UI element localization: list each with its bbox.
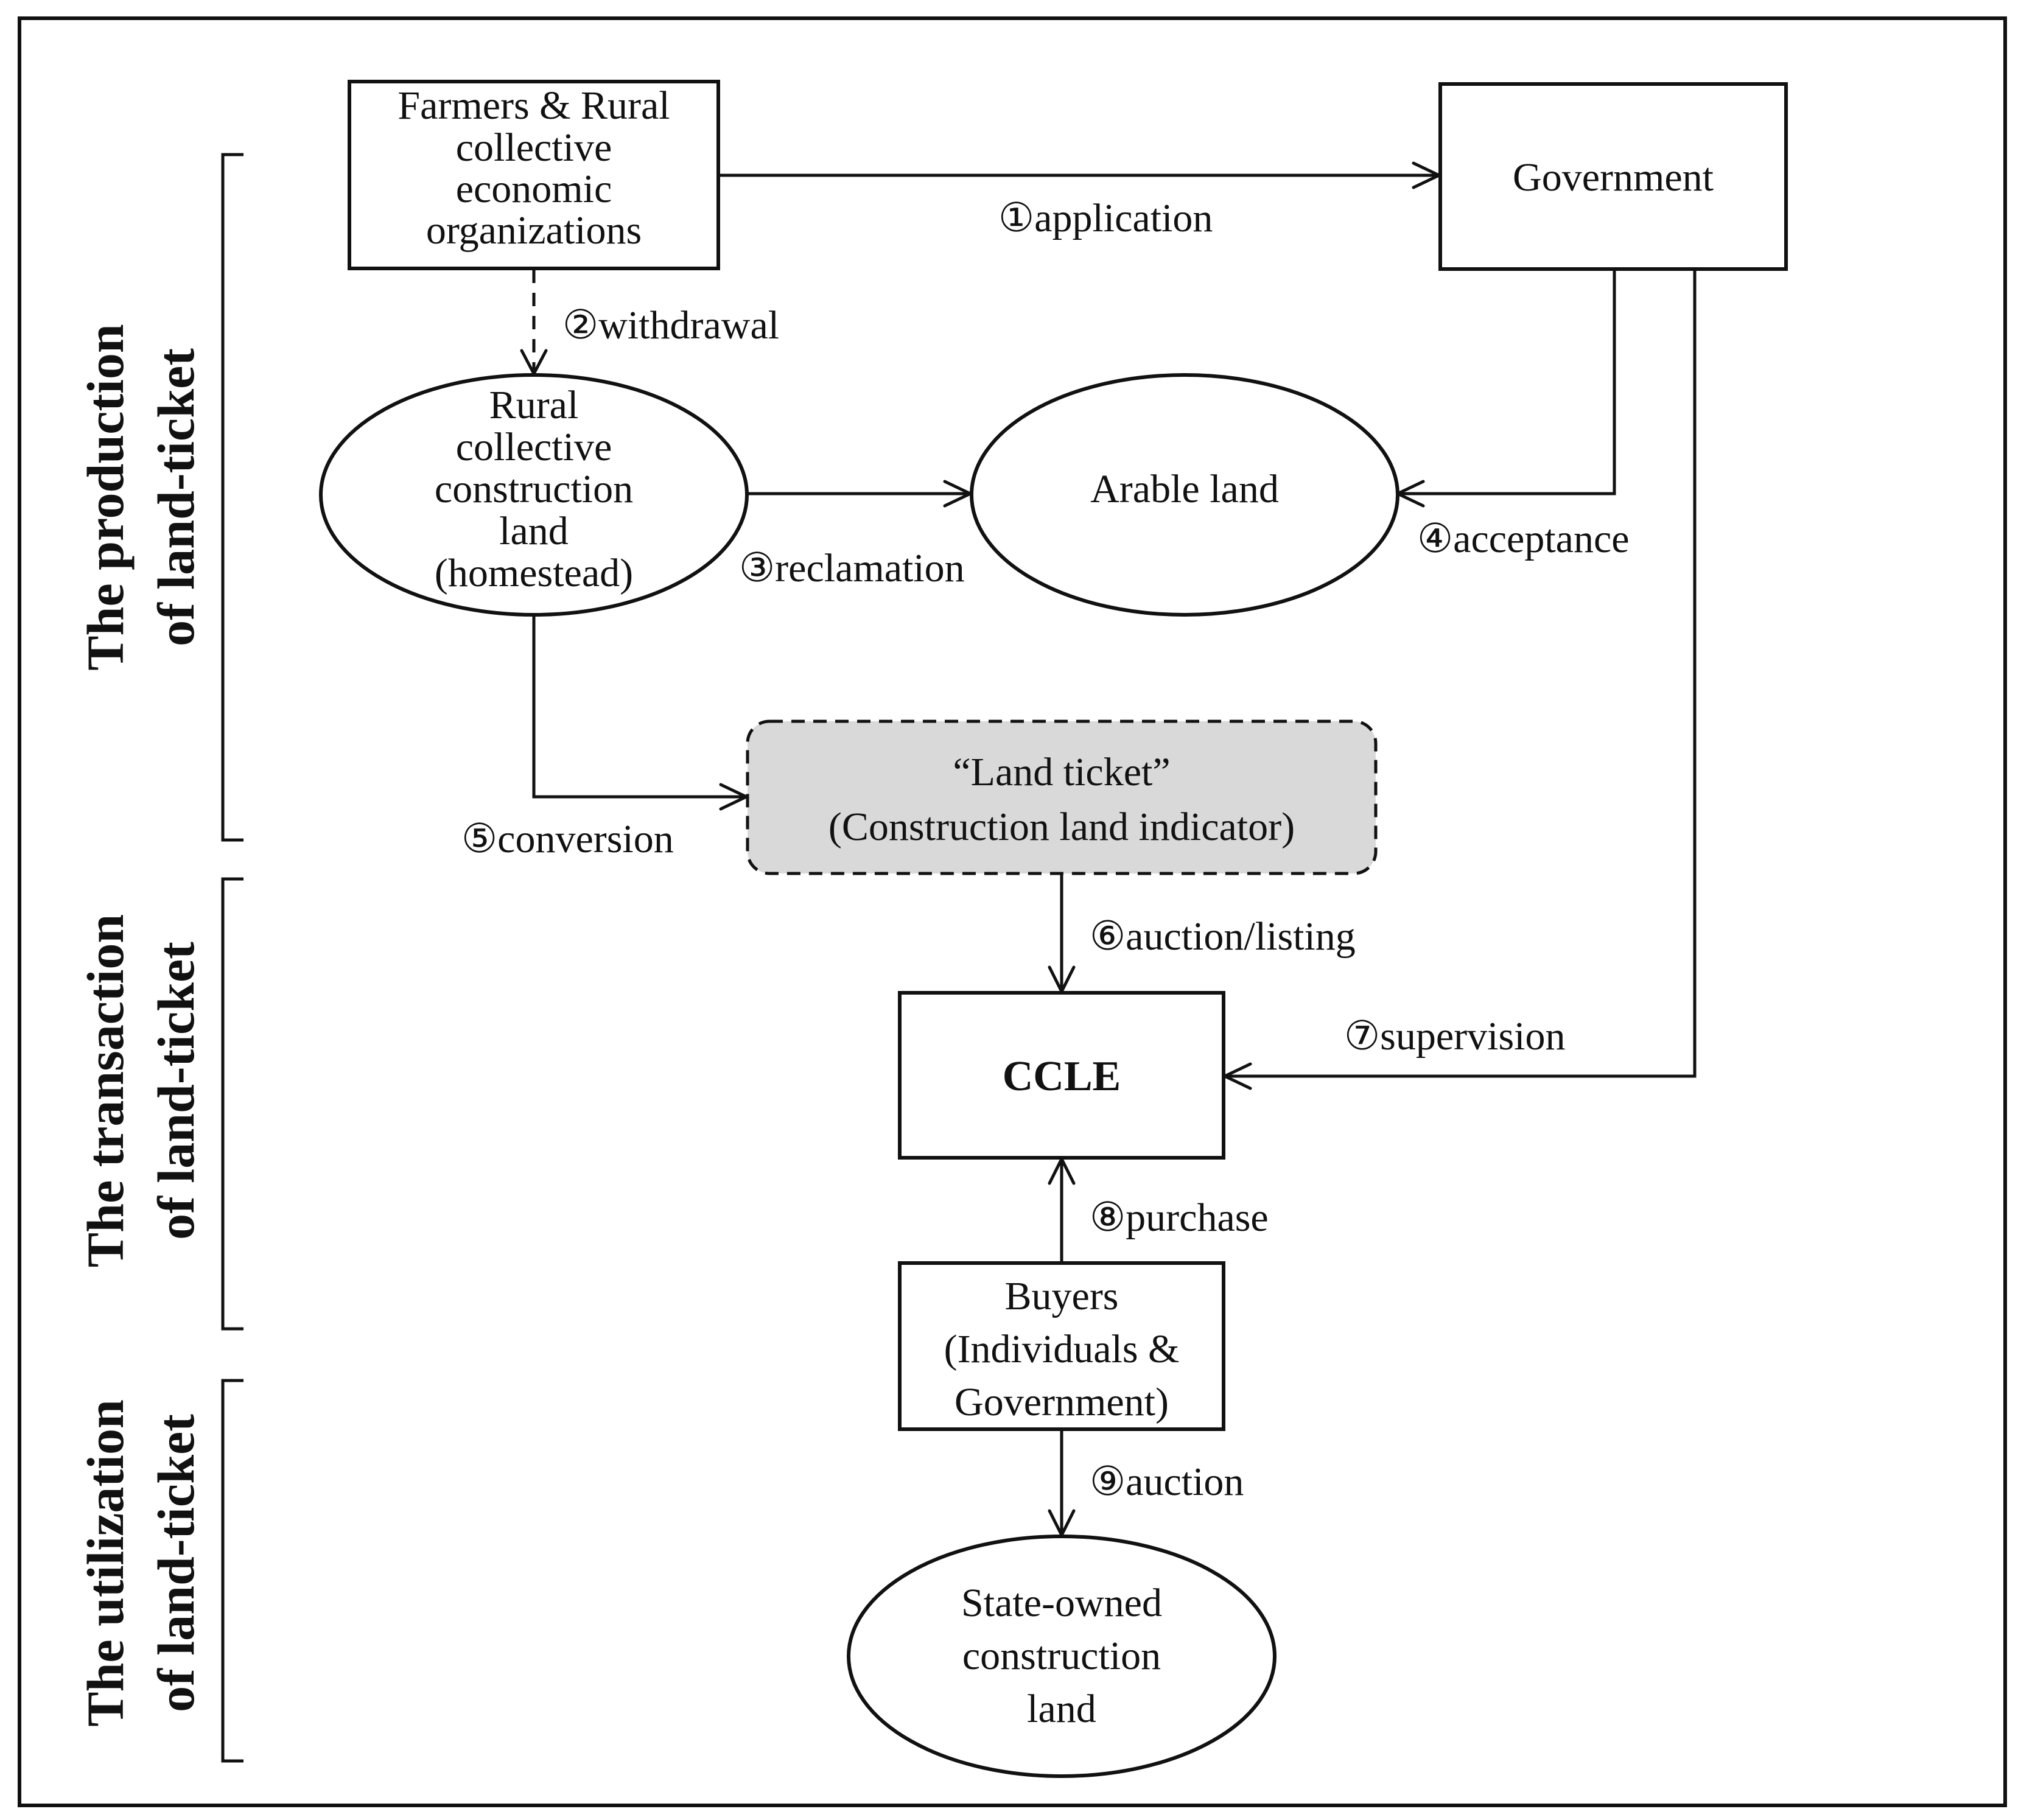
- node-farmers-line-2: collective: [456, 125, 612, 170]
- edge-auction-label: ⑨auction: [1090, 1460, 1244, 1504]
- node-rural-land-line-3: construction: [435, 467, 633, 511]
- node-state-land-line-2: construction: [962, 1634, 1161, 1678]
- node-farmers-line-3: economic: [456, 167, 612, 211]
- node-rural-land-line-2: collective: [456, 425, 612, 469]
- edge-application: ①application: [718, 161, 1441, 240]
- edge-acceptance-label: ④acceptance: [1417, 517, 1630, 561]
- phase-utilization-line-2: of land-ticket: [147, 1414, 205, 1712]
- phase-transaction-line-2: of land-ticket: [147, 942, 205, 1240]
- phase-production-line-2: of land-ticket: [147, 348, 205, 646]
- node-farmers-line-4: organizations: [426, 208, 642, 253]
- node-land-ticket-line-1: “Land ticket”: [953, 750, 1170, 794]
- node-ccle-label: CCLE: [1003, 1053, 1121, 1100]
- phase-utilization: The utilization of land-ticket: [76, 1379, 243, 1763]
- edge-auction: ⑨auction: [1048, 1429, 1244, 1537]
- edge-reclamation: ③reclamation: [739, 480, 972, 590]
- node-state-owned-land: State-owned construction land: [847, 1535, 1277, 1778]
- outer-frame: [18, 16, 2007, 1807]
- edge-purchase: ⑧purchase: [1048, 1157, 1269, 1263]
- node-arable-land: Arable land: [970, 373, 1399, 617]
- phase-utilization-line-1: The utilization: [76, 1399, 135, 1727]
- node-buyers-line-1: Buyers: [1005, 1274, 1119, 1318]
- edge-auction-listing-label: ⑥auction/listing: [1090, 914, 1356, 959]
- node-ccle: CCLE: [898, 991, 1225, 1160]
- phase-production-line-1: The production: [76, 324, 135, 671]
- node-state-land-line-3: land: [1027, 1687, 1096, 1731]
- edge-auction-listing: ⑥auction/listing: [1048, 873, 1356, 993]
- edge-supervision-label: ⑦supervision: [1344, 1014, 1565, 1059]
- edge-acceptance: ④acceptance: [1396, 269, 1630, 561]
- phase-production: The production of land-ticket: [76, 153, 243, 842]
- edge-conversion: ⑤conversion: [461, 615, 748, 861]
- edge-supervision: ⑦supervision: [1223, 268, 1697, 1090]
- edge-reclamation-label: ③reclamation: [739, 546, 965, 590]
- node-government: Government: [1438, 82, 1788, 271]
- edge-purchase-label: ⑧purchase: [1090, 1195, 1269, 1240]
- node-land-ticket: “Land ticket” (Construction land indicat…: [746, 719, 1378, 875]
- node-state-land-line-1: State-owned: [961, 1581, 1162, 1625]
- node-arable-land-label: Arable land: [1090, 467, 1279, 511]
- node-farmers-line-1: Farmers & Rural: [398, 83, 670, 128]
- phase-transaction: The transaction of land-ticket: [76, 877, 243, 1331]
- node-buyers: Buyers (Individuals & Government): [898, 1261, 1225, 1431]
- phase-transaction-line-1: The transaction: [76, 914, 135, 1268]
- edge-withdrawal: ②withdrawal: [520, 270, 779, 376]
- edge-withdrawal-label: ②withdrawal: [562, 303, 779, 348]
- edge-conversion-label: ⑤conversion: [461, 817, 674, 861]
- node-government-label: Government: [1513, 155, 1714, 200]
- node-rural-construction-land: Rural collective construction land (home…: [319, 373, 749, 617]
- edge-application-label: ①application: [998, 196, 1213, 240]
- node-rural-land-line-4: land: [499, 509, 569, 553]
- node-land-ticket-line-2: (Construction land indicator): [828, 805, 1295, 849]
- node-farmers: Farmers & Rural collective economic orga…: [348, 80, 720, 270]
- node-buyers-line-2: (Individuals &: [944, 1327, 1180, 1371]
- node-rural-land-line-5: (homestead): [435, 551, 633, 595]
- node-buyers-line-3: Government): [954, 1380, 1169, 1424]
- node-rural-land-line-1: Rural: [489, 383, 579, 427]
